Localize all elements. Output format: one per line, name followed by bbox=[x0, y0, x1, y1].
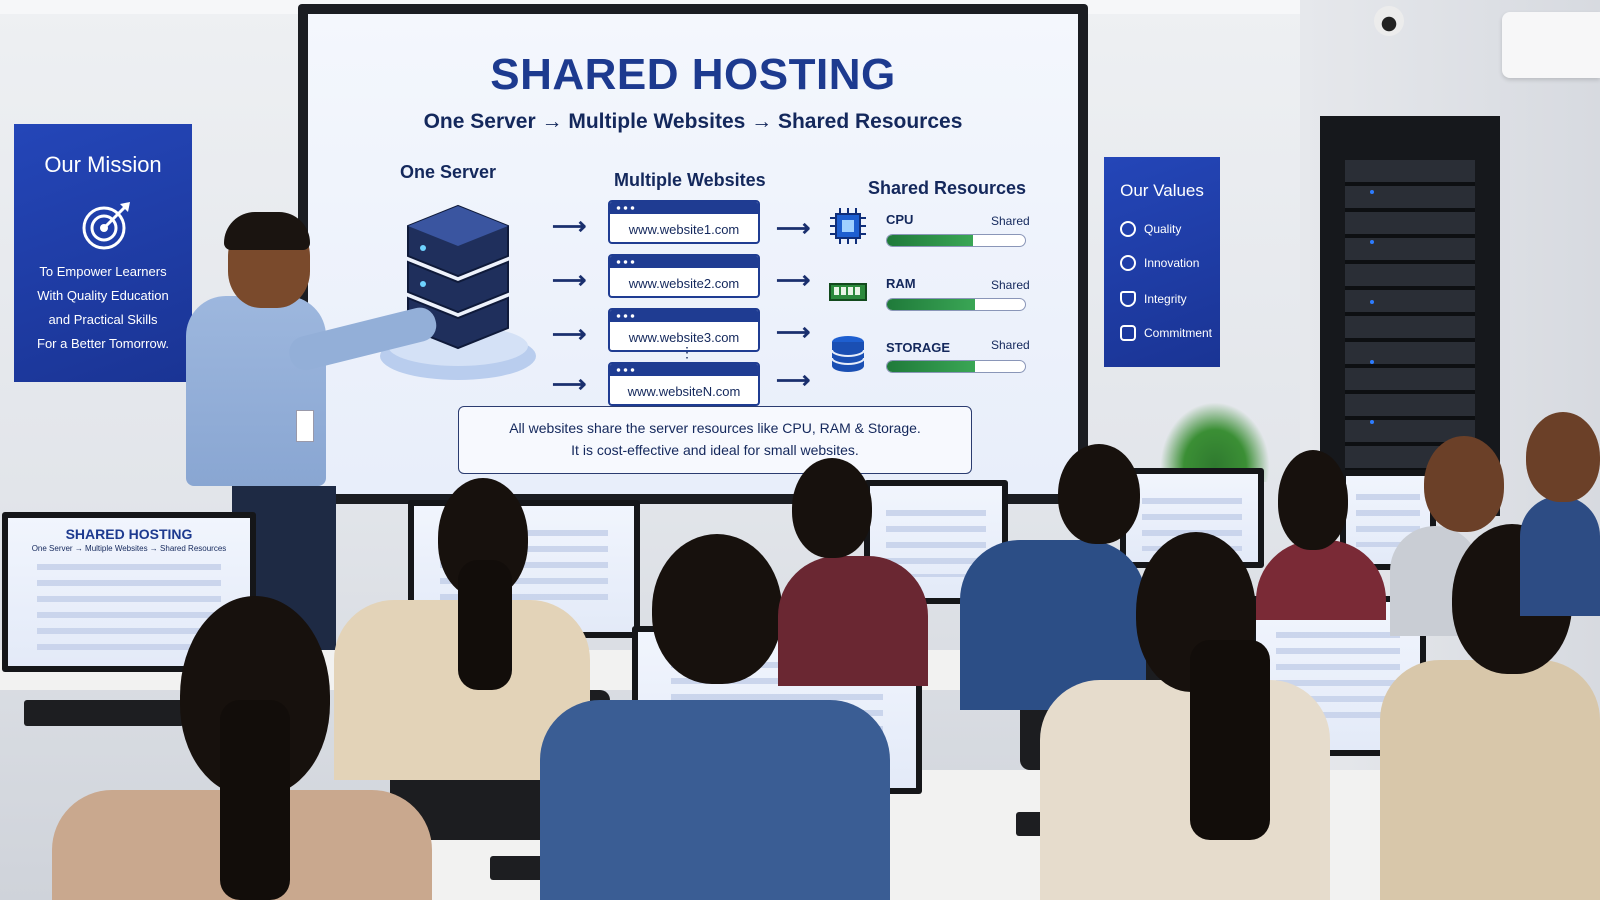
website-window-2: www.website2.com bbox=[608, 254, 760, 298]
values-title: Our Values bbox=[1120, 181, 1204, 200]
slide-subtitle: One Server → Multiple Websites → Shared … bbox=[423, 110, 963, 133]
ponytail bbox=[220, 700, 290, 900]
student-side bbox=[1380, 660, 1600, 900]
usage-bar-storage bbox=[886, 360, 1026, 373]
student-face bbox=[1526, 412, 1600, 502]
mission-line-1: To Empower Learners bbox=[39, 264, 167, 279]
slide: SHARED HOSTING One Server → Multiple Web… bbox=[308, 14, 1078, 494]
student-monitor bbox=[864, 480, 1008, 604]
badge-icon bbox=[1120, 221, 1136, 237]
website-url: www.website1.com bbox=[628, 222, 740, 237]
arrow-icon: ⟶ bbox=[552, 371, 587, 398]
mission-line-4: For a Better Tomorrow. bbox=[37, 336, 169, 351]
column-heading-server: One Server bbox=[400, 162, 497, 182]
note-line-1: All websites share the server resources … bbox=[509, 420, 921, 436]
student-face bbox=[1424, 436, 1504, 532]
student-head bbox=[1058, 444, 1140, 544]
student-back bbox=[540, 700, 890, 900]
value-label: Innovation bbox=[1144, 256, 1200, 270]
resource-label-ram: RAM bbox=[886, 276, 916, 291]
server-stack-icon bbox=[380, 204, 536, 380]
arrow-icon: ⟶ bbox=[552, 213, 587, 240]
student-head bbox=[792, 458, 872, 558]
status-led bbox=[1370, 190, 1374, 194]
value-label: Quality bbox=[1144, 222, 1182, 236]
mission-title: Our Mission bbox=[44, 152, 162, 177]
website-url: www.website2.com bbox=[628, 276, 740, 291]
summary-note: All websites share the server resources … bbox=[458, 406, 972, 474]
website-window-n: www.websiteN.com bbox=[608, 362, 760, 406]
website-window-3: www.website3.com bbox=[608, 308, 760, 352]
value-item: Innovation bbox=[1120, 255, 1199, 271]
column-heading-websites: Multiple Websites bbox=[614, 170, 766, 190]
arrow-icon: ⟶ bbox=[776, 319, 811, 346]
website-url: www.website3.com bbox=[628, 330, 740, 345]
resource-tag: Shared bbox=[991, 278, 1030, 292]
slide-title: SHARED HOSTING bbox=[490, 50, 896, 99]
lightbulb-icon bbox=[1120, 255, 1136, 271]
monitor-slide-title: SHARED HOSTING bbox=[65, 526, 193, 542]
student-monitor-left: SHARED HOSTING One Server → Multiple Web… bbox=[2, 512, 256, 672]
status-led bbox=[1370, 420, 1374, 424]
arrow-icon: ⟶ bbox=[776, 215, 811, 242]
keyboard bbox=[24, 700, 184, 726]
rack-units bbox=[1345, 160, 1475, 490]
arrow-icon: ⟶ bbox=[776, 367, 811, 394]
student-side bbox=[1520, 496, 1600, 616]
resource-tag: Shared bbox=[991, 214, 1030, 228]
student-monitor bbox=[1120, 468, 1264, 568]
status-led bbox=[1370, 360, 1374, 364]
student-back bbox=[1040, 680, 1330, 900]
id-badge bbox=[296, 410, 314, 442]
resource-tag: Shared bbox=[991, 338, 1030, 352]
presenter-hair bbox=[224, 212, 310, 250]
database-storage-icon bbox=[831, 336, 865, 372]
ram-module-icon bbox=[829, 283, 867, 301]
value-label: Commitment bbox=[1144, 326, 1213, 340]
student-back bbox=[1256, 540, 1386, 620]
values-poster: Our Values Quality Innovation Integrity … bbox=[1104, 157, 1220, 367]
website-url: www.websiteN.com bbox=[627, 384, 741, 399]
monitor-slide-subtitle: One Server → Multiple Websites → Shared … bbox=[31, 544, 227, 553]
student-head bbox=[652, 534, 782, 684]
ponytail bbox=[458, 560, 512, 690]
shield-icon bbox=[1120, 291, 1136, 307]
air-conditioner bbox=[1502, 12, 1600, 78]
usage-bar-cpu bbox=[886, 234, 1026, 247]
projection-display: SHARED HOSTING One Server → Multiple Web… bbox=[298, 4, 1088, 504]
cpu-chip-icon bbox=[830, 208, 866, 244]
value-item: Commitment bbox=[1120, 325, 1212, 341]
website-window-1: www.website1.com bbox=[608, 200, 760, 244]
usage-bar-ram bbox=[886, 298, 1026, 311]
resource-label-storage: STORAGE bbox=[886, 340, 951, 355]
arrow-icon: ⟶ bbox=[552, 321, 587, 348]
status-led bbox=[1370, 300, 1374, 304]
presenter-torso bbox=[186, 296, 326, 486]
mission-poster: Our Mission To Empower Learners With Qua… bbox=[14, 124, 192, 382]
value-label: Integrity bbox=[1144, 292, 1187, 306]
mission-line-3: and Practical Skills bbox=[48, 312, 158, 327]
target-icon bbox=[82, 202, 130, 250]
resource-label-cpu: CPU bbox=[886, 212, 914, 227]
handshake-icon bbox=[1120, 325, 1136, 341]
arrow-icon: ⟶ bbox=[776, 267, 811, 294]
ellipsis-dots: ⋮ bbox=[680, 344, 694, 360]
ponytail bbox=[1190, 640, 1270, 840]
arrow-icon: ⟶ bbox=[552, 267, 587, 294]
student-back bbox=[778, 556, 928, 686]
status-led bbox=[1370, 240, 1374, 244]
student-head bbox=[1278, 450, 1348, 550]
value-item: Quality bbox=[1120, 221, 1181, 237]
value-item: Integrity bbox=[1120, 291, 1187, 307]
column-heading-resources: Shared Resources bbox=[868, 178, 1027, 198]
note-line-2: It is cost-effective and ideal for small… bbox=[571, 442, 859, 458]
security-camera bbox=[1374, 6, 1404, 36]
mission-line-2: With Quality Education bbox=[37, 288, 169, 303]
